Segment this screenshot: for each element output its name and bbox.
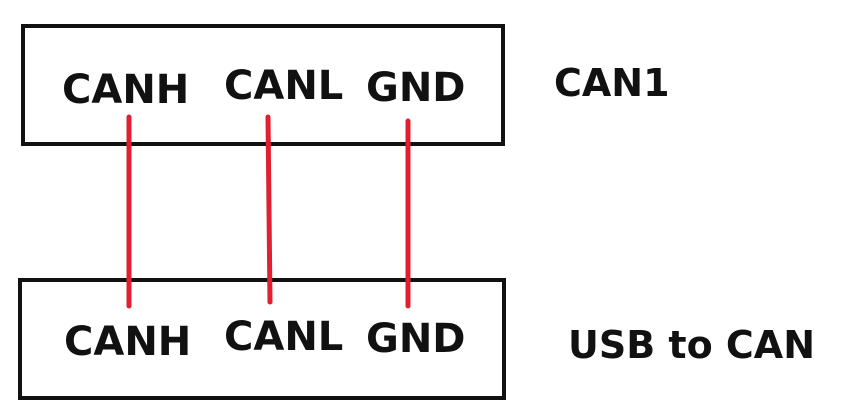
can1-block — [21, 24, 505, 146]
can1-pin-canl: CANL — [224, 63, 344, 109]
usb-to-can-block — [18, 278, 506, 400]
usb-can-pin-gnd: GND — [366, 316, 466, 362]
usb-can-pin-canh: CANH — [64, 319, 192, 365]
usb-to-can-label: USB to CAN — [568, 323, 816, 367]
usb-can-pin-canl: CANL — [224, 314, 344, 360]
can1-pin-canh: CANH — [62, 67, 190, 113]
can1-pin-gnd: GND — [366, 65, 466, 111]
can1-label: CAN1 — [554, 61, 670, 105]
